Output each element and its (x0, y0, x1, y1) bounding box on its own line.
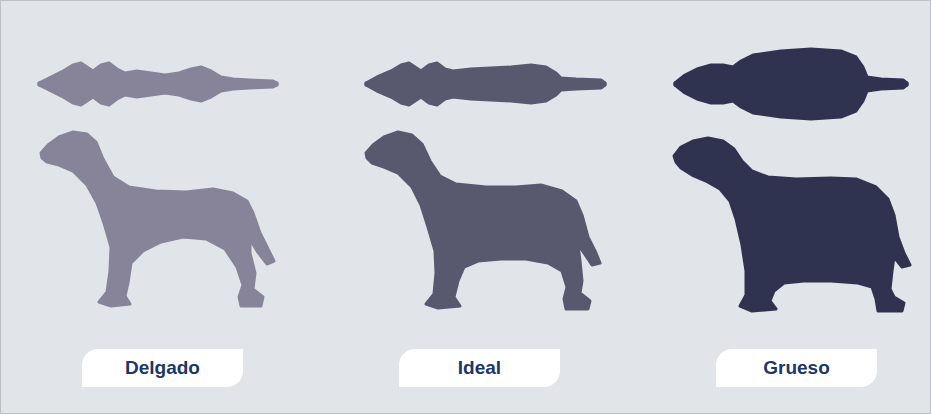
ideal-dog-side-view (366, 132, 600, 309)
heavy-dog (674, 49, 910, 311)
heavy-dog-side-view (674, 138, 910, 311)
condition-label-tab: Grueso (716, 349, 877, 387)
ideal-dog (366, 63, 605, 309)
thin-dog (39, 63, 277, 306)
condition-label-tab: Ideal (399, 349, 560, 387)
condition-label: Ideal (458, 357, 501, 379)
thin-dog-side-view (41, 132, 274, 306)
heavy-dog-top-view (675, 83, 907, 119)
condition-label-tab: Delgado (82, 349, 243, 387)
condition-label: Grueso (763, 357, 830, 379)
condition-label: Delgado (125, 357, 200, 379)
heavy-dog-top-view (675, 49, 907, 85)
thin-dog-top-view (39, 83, 277, 105)
ideal-dog-top-view (366, 83, 605, 105)
